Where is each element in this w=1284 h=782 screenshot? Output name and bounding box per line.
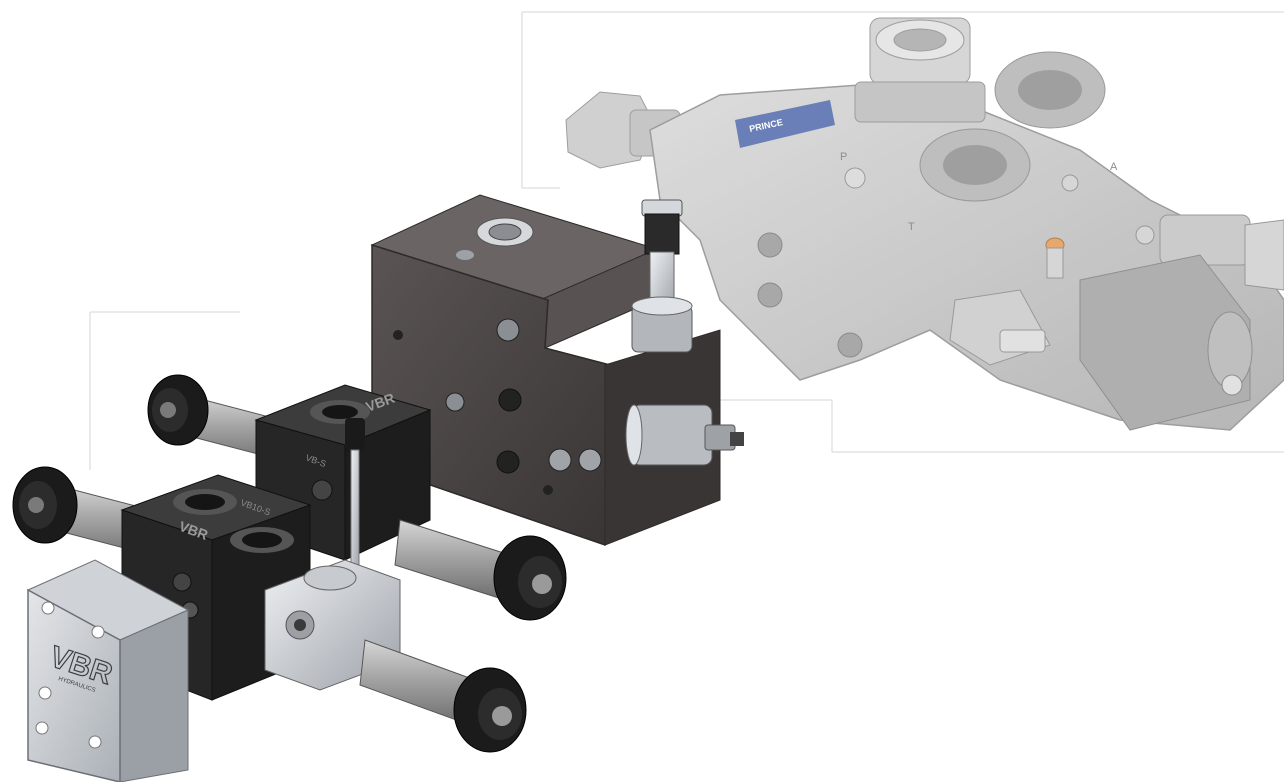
ghost-directional-valve: PRINCE P T A	[565, 17, 1284, 431]
dark-relief-valve-block	[370, 194, 744, 547]
ghost-port-label-a: A	[1110, 161, 1118, 173]
rear-solenoid-valve-module: VBR VB-S	[147, 374, 567, 621]
rear-right-knob	[493, 535, 567, 621]
front-cover-plate: VBR HYDRAULICS	[26, 559, 190, 782]
ghost-port-label-p: P	[840, 151, 847, 163]
construction-lines	[89, 11, 1284, 470]
front-solenoid-valve-module: VBR VB10-S	[12, 418, 527, 753]
front-left-knob	[12, 466, 78, 544]
ghost-port-label-t: T	[908, 221, 915, 233]
front-right-knob	[453, 667, 527, 753]
rear-left-knob	[147, 374, 209, 446]
